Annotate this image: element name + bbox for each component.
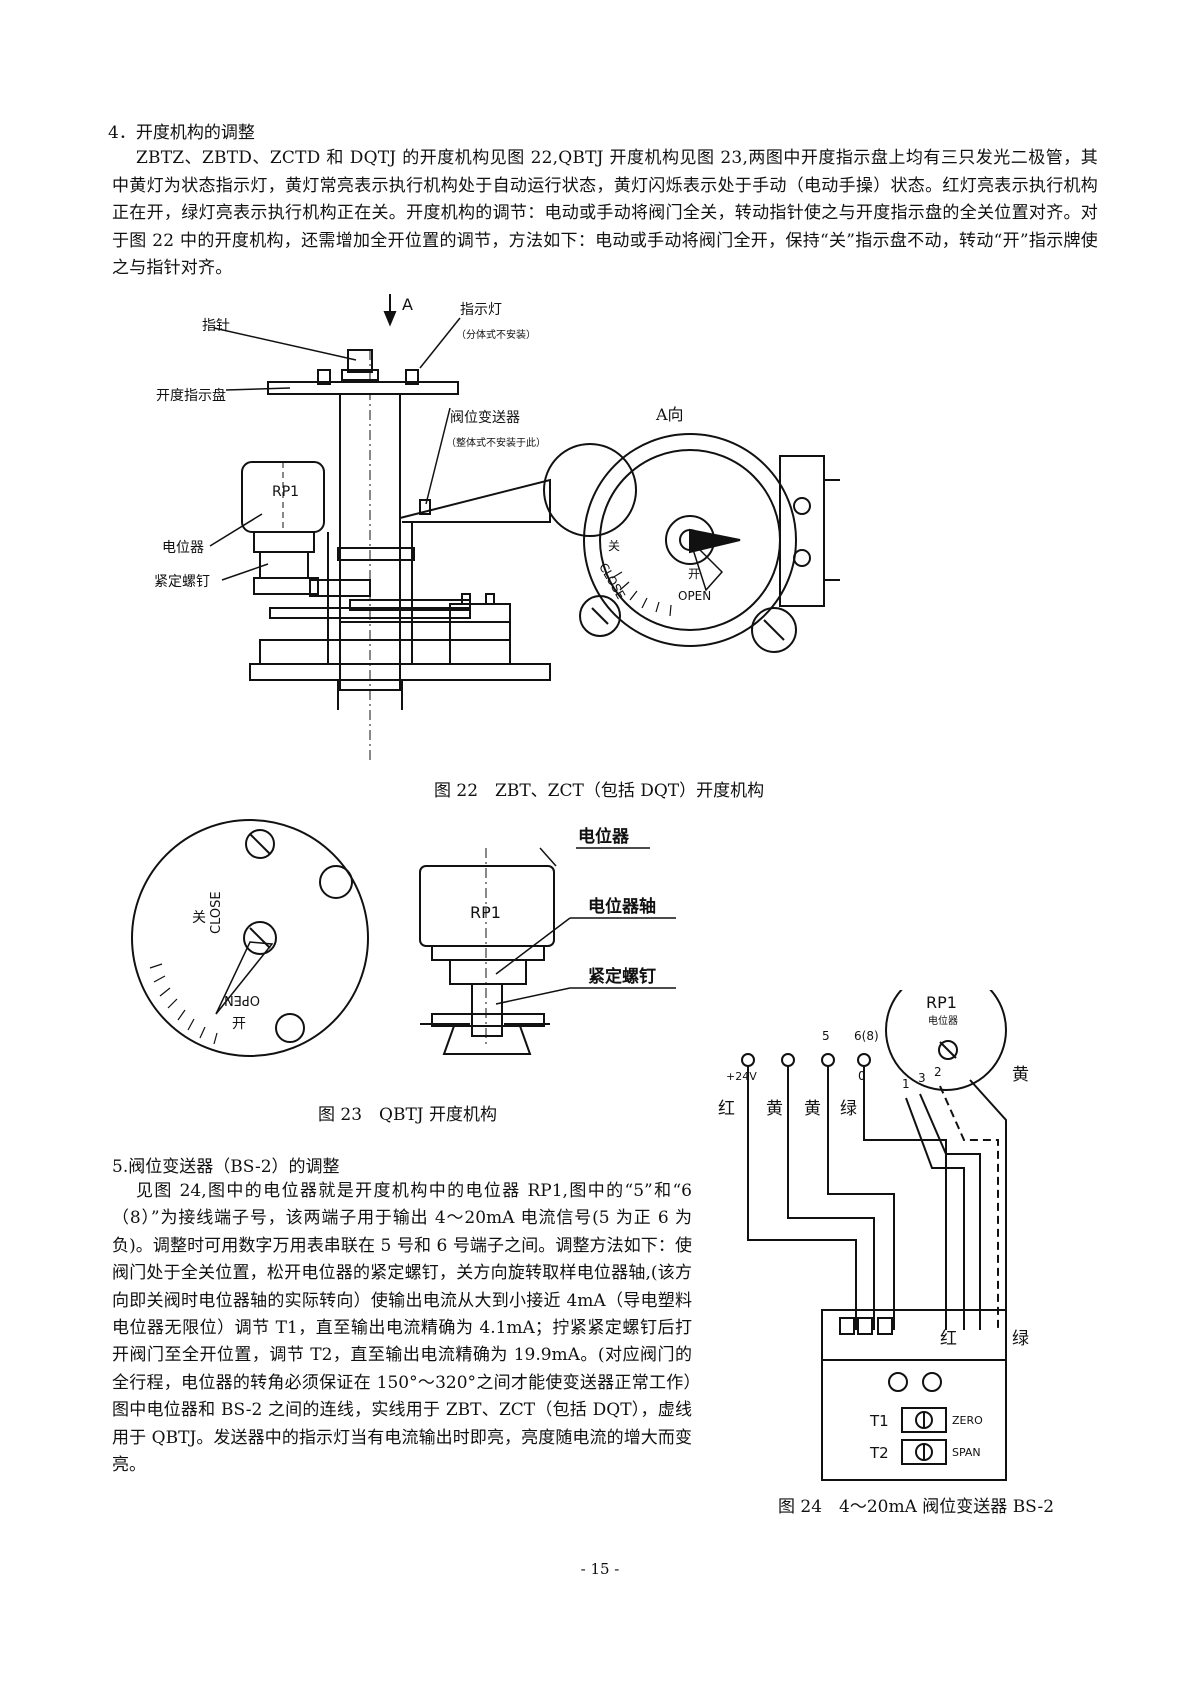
fig22-caption: 图 22 ZBT、ZCT（包括 DQT）开度机构 bbox=[434, 781, 765, 801]
fig22-dial-label: 开度指示盘 bbox=[156, 387, 226, 404]
fig23-set-screw-label: 紧定螺钉 bbox=[588, 966, 656, 987]
fig24-t1-label: T1 bbox=[869, 1412, 889, 1430]
fig24-caption: 图 24 4～20mA 阀位变送器 BS-2 bbox=[778, 1497, 1055, 1517]
section5-heading: 5.阀位变送器（BS-2）的调整 bbox=[112, 1157, 340, 1177]
fig24-wire-red-label: 红 bbox=[940, 1329, 957, 1349]
fig24-yellow2-label: 黄 bbox=[804, 1099, 821, 1119]
fig24-yellow1-label: 黄 bbox=[766, 1099, 783, 1119]
figure-24: +24V 5 6(8) 0 红 黄 黄 绿 RP1 电位器 1 3 2 黄 bbox=[706, 990, 1096, 1490]
section5-paragraph: 见图 24,图中的电位器就是开度机构中的电位器 RP1,图中的“5”和“6（8）… bbox=[112, 1181, 692, 1476]
fig24-t6-label: 6(8) bbox=[854, 1029, 879, 1043]
fig22-indicator-note: （分体式不安装） bbox=[456, 328, 536, 341]
fig23-close-en: CLOSE bbox=[209, 891, 224, 934]
fig22-view-label: A向 bbox=[655, 405, 684, 424]
fig24-t0-label: 0 bbox=[858, 1069, 866, 1083]
fig23-caption: 图 23 QBTJ 开度机构 bbox=[318, 1105, 498, 1125]
fig23-rp1-label: RP1 bbox=[470, 903, 501, 922]
section4-paragraph: ZBTZ、ZBTD、ZCTD 和 DQTJ 的开度机构见图 22,QBTJ 开度… bbox=[112, 148, 1098, 278]
fig24-pin1-label: 1 bbox=[902, 1077, 910, 1091]
fig22-rp1-label: RP1 bbox=[272, 484, 299, 500]
fig24-potentiometer-label: 电位器 bbox=[928, 1014, 958, 1027]
fig24-pin2-label: 2 bbox=[934, 1065, 942, 1079]
fig22-open-en: OPEN bbox=[678, 589, 711, 603]
fig22-set-screw-label: 紧定螺钉 bbox=[154, 574, 210, 590]
fig23-potentiometer-label: 电位器 bbox=[578, 826, 630, 847]
fig24-t2-label: T2 bbox=[869, 1444, 889, 1462]
fig22-open-cn: 开 bbox=[688, 567, 700, 581]
fig24-rp1-label: RP1 bbox=[926, 993, 957, 1012]
fig24-wire-yellow-label: 黄 bbox=[1012, 1065, 1029, 1085]
fig24-t5-label: 5 bbox=[822, 1029, 830, 1043]
fig22-transmitter-label: 阀位变送器 bbox=[450, 410, 520, 426]
page-number: - 15 - bbox=[580, 1560, 620, 1578]
fig24-v24-label: +24V bbox=[726, 1070, 757, 1083]
fig24-wire-green-label: 绿 bbox=[1012, 1329, 1029, 1349]
fig24-red-label: 红 bbox=[718, 1099, 735, 1119]
figure-23: 关 CLOSE OPEN 开 电位器 RP1 电位器轴 紧定螺钉 bbox=[120, 818, 740, 1068]
fig22-indicator-light-label: 指示灯 bbox=[460, 302, 502, 318]
fig23-shaft-label: 电位器轴 bbox=[588, 896, 656, 917]
fig24-zero-label: ZERO bbox=[952, 1414, 983, 1427]
fig22-arrow-label: A bbox=[402, 295, 413, 314]
fig24-pin3-label: 3 bbox=[918, 1071, 926, 1085]
figure-22: A bbox=[150, 290, 940, 770]
fig24-green-label: 绿 bbox=[840, 1099, 857, 1119]
fig24-span-label: SPAN bbox=[952, 1446, 981, 1459]
fig22-close-cn: 关 bbox=[608, 539, 620, 553]
fig22-potentiometer-label: 电位器 bbox=[162, 540, 204, 556]
fig22-pointer-label: 指针 bbox=[202, 318, 230, 334]
fig23-open-en: OPEN bbox=[224, 992, 260, 1007]
section4-heading: 4．开度机构的调整 bbox=[108, 123, 255, 143]
fig22-transmitter-note: （整体式不安装于此） bbox=[446, 436, 546, 449]
fig23-open-cn: 开 bbox=[232, 1016, 246, 1032]
fig23-close-cn: 关 bbox=[192, 910, 206, 926]
